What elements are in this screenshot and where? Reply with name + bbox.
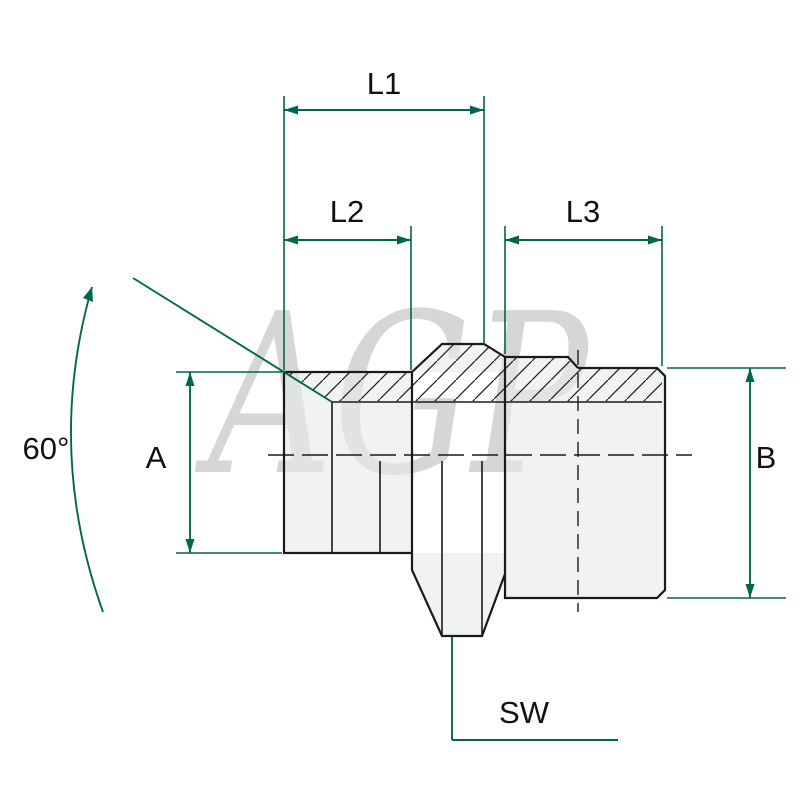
angle-arc [70,286,104,613]
right-thread-outline [503,357,667,600]
dimension-l3: L3 [504,194,663,366]
angle-arc-arrow [83,287,93,302]
thread-hatching [284,344,662,401]
angle-construction-line [132,277,333,403]
fitting-outlines [282,342,667,638]
dimension-l2: L2 [284,194,412,370]
a-arrow-top [185,372,195,386]
a-label: A [146,440,167,475]
step-outline [505,355,579,369]
sw-label: SW [499,695,550,730]
angle-label: 60° [23,431,70,466]
hex-top-outline [411,342,506,373]
l3-arrow-right [648,235,662,245]
l2-arrow-right [397,235,411,245]
dimension-a: A [146,371,282,554]
l1-arrow-right [470,105,484,115]
a-arrow-bottom [185,539,195,553]
l1-arrow-left [284,105,298,115]
l3-arrow-left [505,235,519,245]
dimension-sw: SW [451,637,618,741]
l2-arrow-left [284,235,298,245]
dimension-l1: L1 [283,66,485,370]
b-arrow-top [745,368,755,382]
l3-label: L3 [566,194,600,229]
b-label: B [756,440,777,475]
l2-label: L2 [330,194,364,229]
l1-label: L1 [367,66,401,101]
hex-bottom-face [412,553,505,636]
dimension-b: B [667,367,786,599]
right-thread-body [505,368,665,598]
dimension-angle-60: 60° [23,277,333,613]
b-arrow-bottom [745,584,755,598]
